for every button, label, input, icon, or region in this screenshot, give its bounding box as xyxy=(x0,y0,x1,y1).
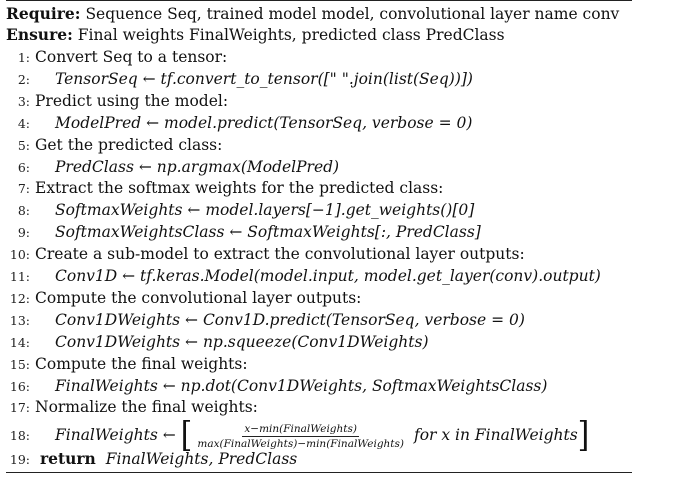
line-number: 2: xyxy=(17,71,30,87)
comment-text: Compute the final weights: xyxy=(35,354,248,373)
line-number: 11: xyxy=(9,269,30,284)
line-number: 12: xyxy=(9,290,30,306)
algo-line-6: 6: PredClass ← np.argmax(ModelPred) xyxy=(6,156,339,178)
code-statement: FinalWeights ← np.dot(Conv1DWeights, Sof… xyxy=(55,376,548,395)
require-text: Sequence Seq, trained model model, convo… xyxy=(85,5,620,23)
line-number: 9: xyxy=(17,225,30,241)
algo-line-14: 14: Conv1DWeights ← np.squeeze(Conv1DWeig… xyxy=(6,331,429,353)
code-statement: PredClass ← np.argmax(ModelPred) xyxy=(55,157,340,176)
code-statement: Conv1DWeights ← Conv1D.predict(TensorSeq… xyxy=(55,310,525,329)
code-statement: Conv1DWeights ← np.squeeze(Conv1DWeights… xyxy=(55,332,429,351)
ensure-line: Ensure: Final weights FinalWeights, pred… xyxy=(6,24,505,46)
algo-line-5: 5: Get the predicted class: xyxy=(6,134,223,156)
comment-text: Normalize the final weights: xyxy=(35,398,258,417)
line-number: 10: xyxy=(9,247,30,263)
comment-text: Convert Seq to a tensor: xyxy=(35,48,228,66)
left-bracket: [ xyxy=(180,415,193,456)
algo-line-4: 4: ModelPred ← model.predict(TensorSeq, v… xyxy=(6,112,473,134)
code-statement: ModelPred ← model.predict(TensorSeq, ver… xyxy=(55,113,473,132)
line-number: 4: xyxy=(17,115,30,131)
algo-line-11: 11: Conv1D ← tf.keras.Model(model.input, … xyxy=(6,265,601,287)
algo-line-16: 16: FinalWeights ← np.dot(Conv1DWeights, … xyxy=(6,375,548,397)
algo-line-12: 12: Compute the convolutional layer outpu… xyxy=(6,287,362,309)
fraction-denominator: max(FinalWeights)−min(FinalWeights) xyxy=(197,437,405,450)
ensure-text: Final weights FinalWeights, predicted cl… xyxy=(77,26,505,44)
algo-line-10: 10: Create a sub-model to extract the con… xyxy=(6,243,525,265)
top-rule xyxy=(6,0,632,1)
line-number: 1: xyxy=(17,50,30,65)
line-number: 15: xyxy=(9,356,30,372)
line-number: 19: xyxy=(9,452,30,467)
algo-line-18: 18:FinalWeights ← [x−min(FinalWeights)ma… xyxy=(6,418,590,453)
comment-text: Create a sub-model to extract the convol… xyxy=(35,245,525,264)
code-statement: SoftmaxWeights ← model.layers[−1].get_we… xyxy=(55,201,475,220)
algo-line-15: 15: Compute the final weights: xyxy=(6,353,248,375)
fraction-numerator: x−min(FinalWeights) xyxy=(242,422,359,437)
algo-line-1: 1: Convert Seq to a tensor: xyxy=(6,46,227,68)
line-number: 16: xyxy=(9,378,30,394)
line18-suffix: for x in FinalWeights xyxy=(413,426,578,444)
line-number: 17: xyxy=(9,400,30,416)
comment-text: Extract the softmax weights for the pred… xyxy=(35,179,444,198)
line18-lhs: FinalWeights ← xyxy=(55,426,176,444)
line-number: 8: xyxy=(17,203,30,219)
algo-line-7: 7: Extract the softmax weights for the pr… xyxy=(6,177,444,199)
algo-line-13: 13: Conv1DWeights ← Conv1D.predict(Tensor… xyxy=(6,309,525,331)
line-number: 14: xyxy=(9,334,30,350)
line-number: 13: xyxy=(9,312,30,328)
code-statement: TensorSeq ← tf.convert_to_tensor([" ".jo… xyxy=(55,69,473,88)
algo-line-2: 2: TensorSeq ← tf.convert_to_tensor([" ".… xyxy=(6,68,473,90)
require-label: Require: xyxy=(6,4,81,23)
line-number: 3: xyxy=(17,93,30,109)
line-number: 5: xyxy=(17,137,30,153)
code-statement: Conv1D ← tf.keras.Model(model.input, mod… xyxy=(55,267,601,285)
comment-text: Get the predicted class: xyxy=(35,135,223,154)
right-bracket: ] xyxy=(577,415,590,456)
code-statement: SoftmaxWeightsClass ← SoftmaxWeights[:, … xyxy=(55,223,481,242)
comment-text: Compute the convolutional layer outputs: xyxy=(35,288,362,307)
algo-line-17: 17: Normalize the final weights: xyxy=(6,396,258,418)
return-values: FinalWeights, PredClass xyxy=(105,450,298,468)
ensure-label: Ensure: xyxy=(6,25,73,44)
algo-line-3: 3: Predict using the model: xyxy=(6,90,228,112)
algo-line-8: 8: SoftmaxWeights ← model.layers[−1].get_… xyxy=(6,199,474,221)
comment-text: Predict using the model: xyxy=(35,91,229,110)
line-number: 18: xyxy=(9,428,30,443)
line-number: 7: xyxy=(17,181,30,197)
normalization-fraction: x−min(FinalWeights)max(FinalWeights)−min… xyxy=(195,423,406,450)
require-line: Require: Sequence Seq, trained model mod… xyxy=(6,3,619,25)
return-keyword: return xyxy=(39,449,96,468)
algo-line-9: 9: SoftmaxWeightsClass ← SoftmaxWeights[:… xyxy=(6,221,481,243)
line-number: 6: xyxy=(17,159,30,175)
bottom-rule xyxy=(6,472,632,473)
algo-line-19: 19: return FinalWeights, PredClass xyxy=(6,448,297,470)
